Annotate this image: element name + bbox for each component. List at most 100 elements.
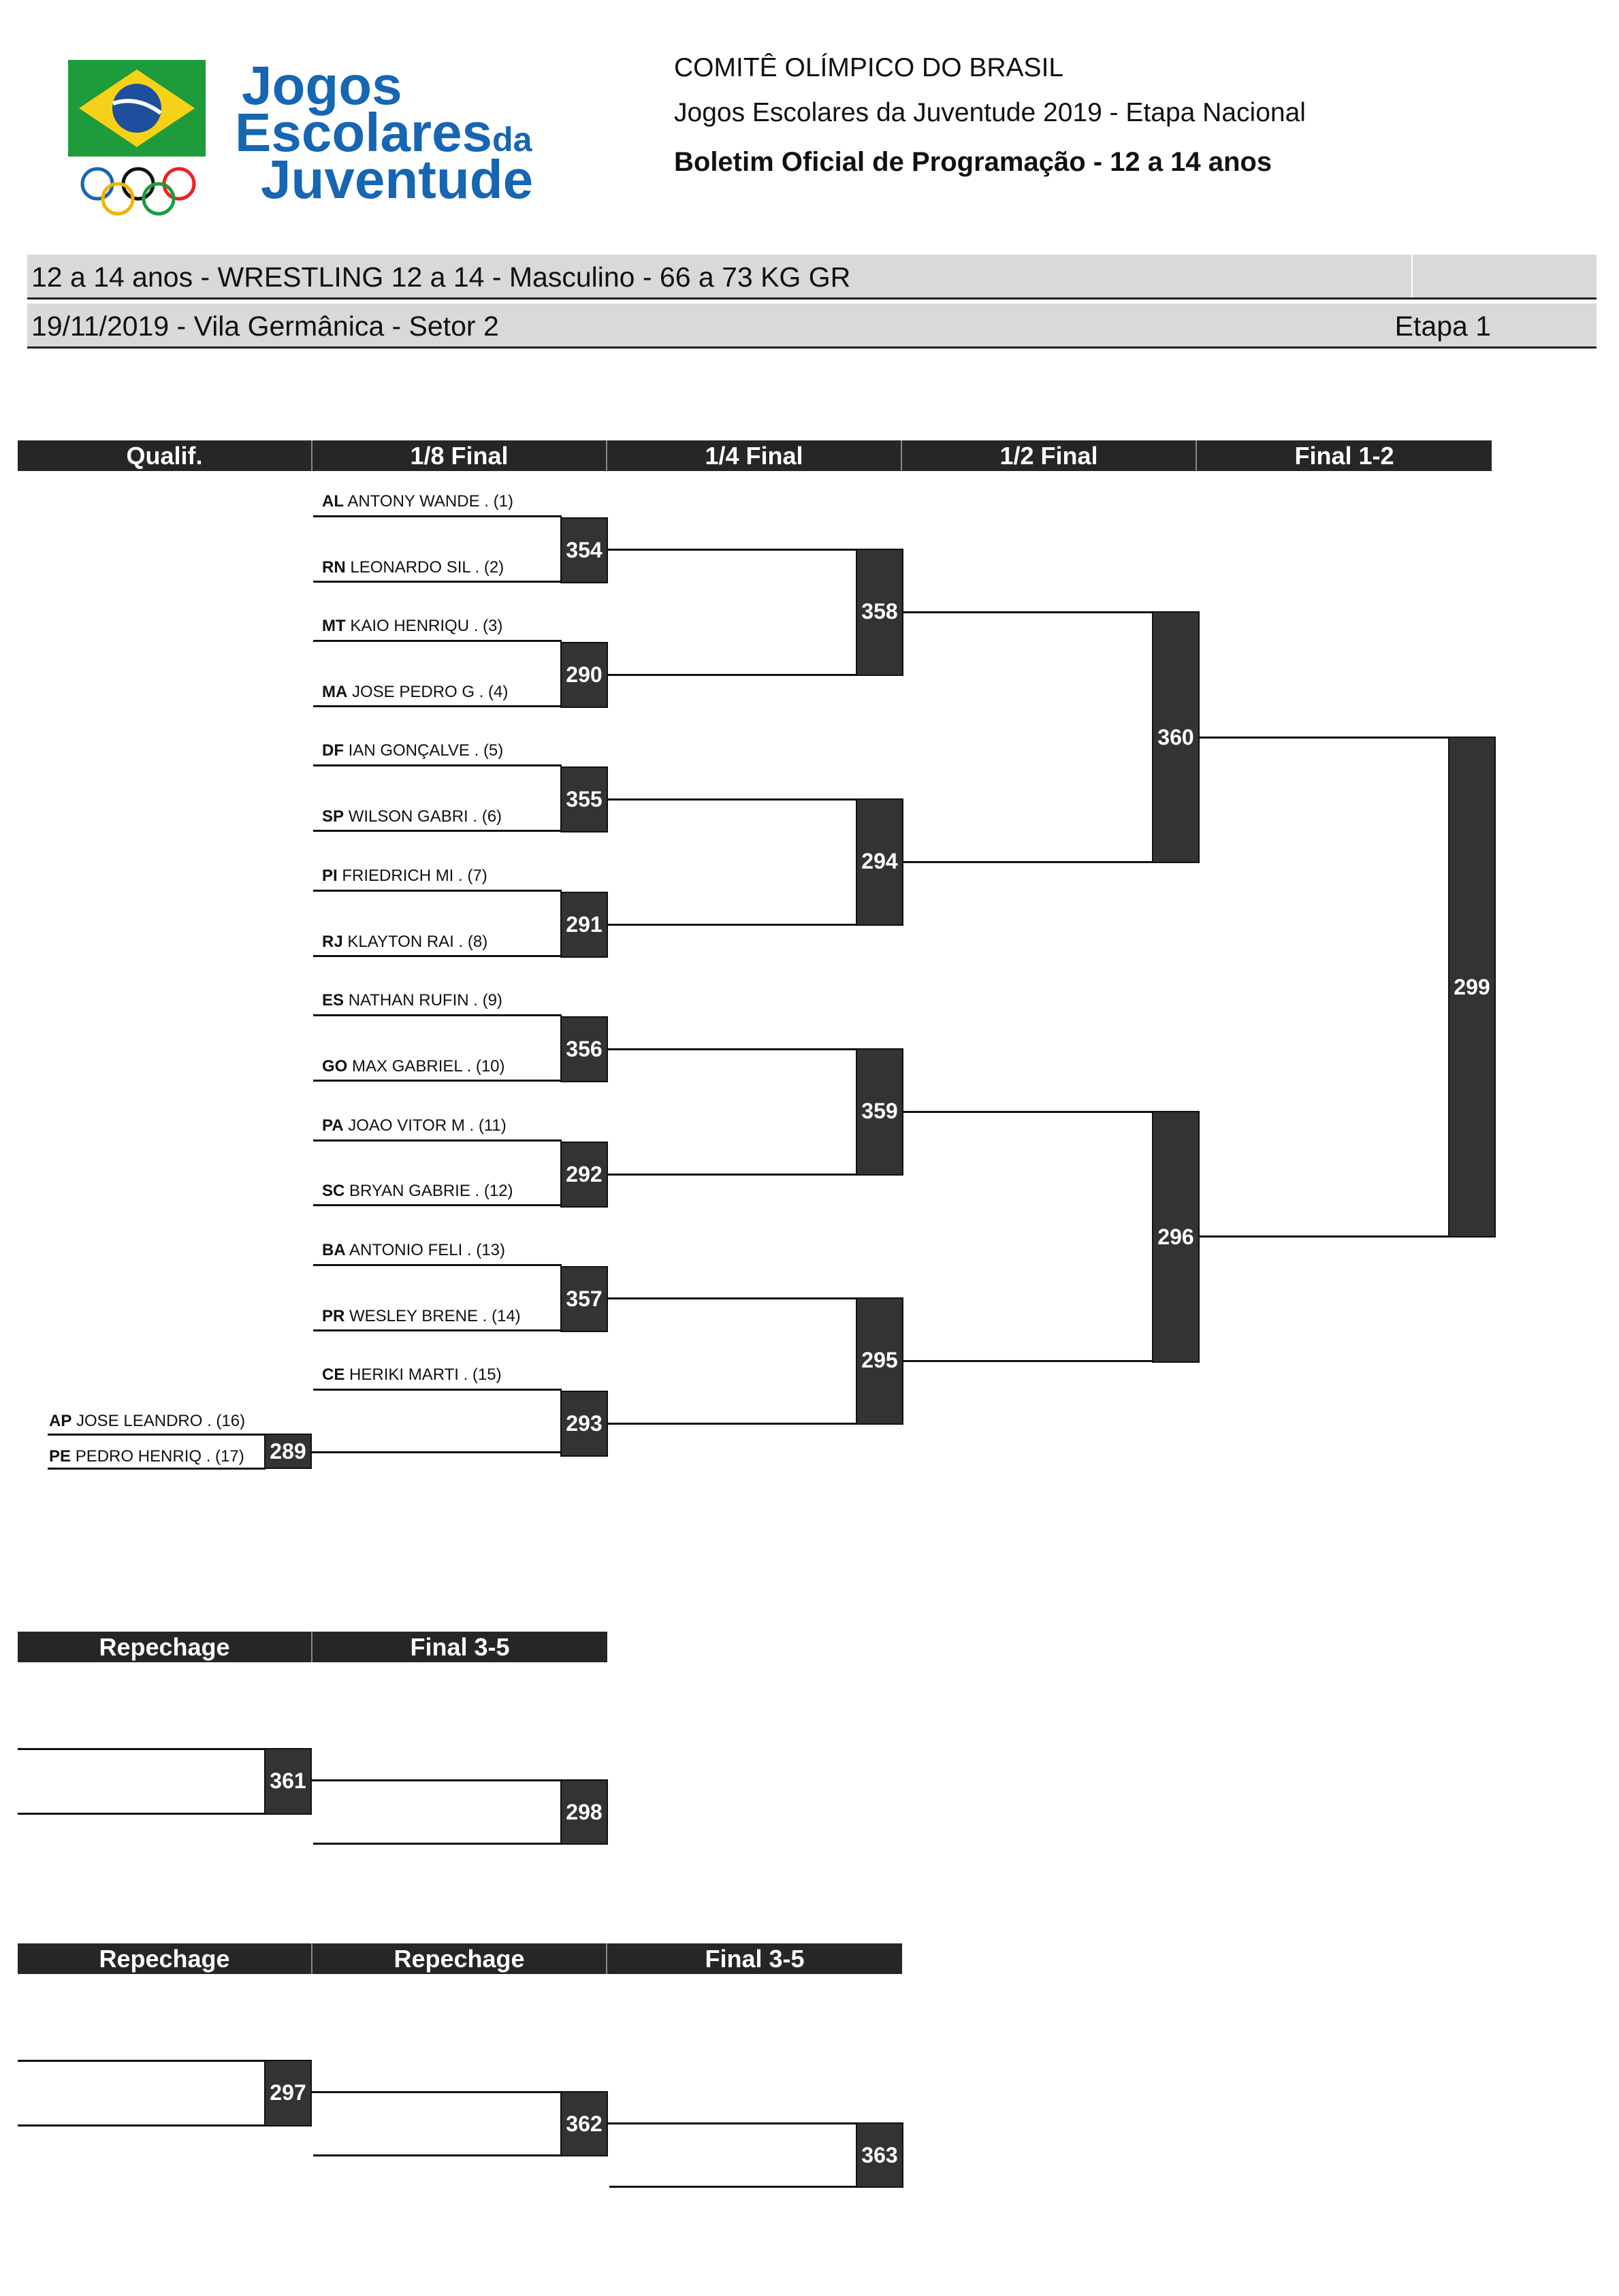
athlete-state: DF <box>322 741 344 760</box>
athlete-state: SP <box>322 807 344 826</box>
round-r16: 1/8 Final <box>312 440 607 471</box>
match-289[interactable]: 289 <box>264 1434 312 1469</box>
slot-line <box>313 830 562 832</box>
athlete-slot-11: PA JOAO VITOR M . (11) <box>322 1116 507 1135</box>
slot-line <box>18 1813 266 1815</box>
stage-label: Etapa 1 <box>1394 310 1491 342</box>
match-number: 299 <box>1454 975 1490 999</box>
athlete-state: RJ <box>322 933 343 951</box>
athlete-state: MT <box>322 617 346 635</box>
athlete-name: WESLEY BRENE . (14) <box>349 1307 521 1325</box>
connector <box>903 611 1153 613</box>
slot-line <box>313 581 562 583</box>
athlete-state: AP <box>49 1412 72 1430</box>
slot-line <box>313 955 562 957</box>
match-357[interactable]: 357 <box>560 1266 608 1332</box>
athlete-name: IAN GONÇALVE . (5) <box>348 741 504 760</box>
match-361[interactable]: 361 <box>264 1748 312 1815</box>
connector <box>313 1843 562 1845</box>
athlete-state: CE <box>322 1365 345 1384</box>
category-band: 12 a 14 anos - WRESTLING 12 a 14 - Mascu… <box>27 255 1597 300</box>
match-296[interactable]: 296 <box>1152 1111 1200 1363</box>
athlete-name: JOSE PEDRO G . (4) <box>352 683 509 701</box>
repechage-2-header: Repechage Repechage Final 3-5 <box>18 1943 902 1974</box>
athlete-state: SC <box>322 1182 345 1200</box>
round-qf: 1/4 Final <box>607 440 902 471</box>
athlete-slot-2: RN LEONARDO SIL . (2) <box>322 558 504 577</box>
logo-line-1: Jogos <box>242 55 402 116</box>
match-292[interactable]: 292 <box>560 1142 608 1208</box>
match-number: 290 <box>566 662 603 687</box>
match-363[interactable]: 363 <box>856 2122 903 2188</box>
match-294[interactable]: 294 <box>856 798 903 926</box>
match-number: 296 <box>1157 1225 1194 1249</box>
connector <box>609 2186 858 2188</box>
connector <box>608 2122 856 2124</box>
round-final: Final 1-2 <box>1294 442 1394 470</box>
athlete-state: MA <box>322 683 348 701</box>
connector <box>608 674 856 676</box>
match-356[interactable]: 356 <box>560 1016 608 1082</box>
athlete-name: FRIEDRICH MI . (7) <box>342 867 487 885</box>
match-290[interactable]: 290 <box>560 642 608 708</box>
slot-line <box>18 1748 266 1750</box>
match-number: 358 <box>861 599 898 624</box>
match-295[interactable]: 295 <box>856 1297 903 1425</box>
logo-line-2-small: da <box>492 120 532 159</box>
match-number: 357 <box>566 1287 603 1311</box>
match-291[interactable]: 291 <box>560 892 608 958</box>
athlete-state: PR <box>322 1307 345 1325</box>
athlete-slot-4: MA JOSE PEDRO G . (4) <box>322 683 508 702</box>
match-number: 354 <box>566 538 603 562</box>
slot-line <box>313 1014 562 1016</box>
slot-line <box>313 705 562 707</box>
match-number: 289 <box>270 1439 306 1464</box>
athlete-slot-15: CE HERIKI MARTI . (15) <box>322 1365 502 1385</box>
repechage-1-header: Repechage Final 3-5 <box>18 1632 607 1662</box>
match-299[interactable]: 299 <box>1448 737 1496 1238</box>
match-359[interactable]: 359 <box>856 1048 903 1176</box>
match-number: 355 <box>566 787 603 811</box>
match-354[interactable]: 354 <box>560 517 608 583</box>
match-number: 294 <box>861 849 898 873</box>
athlete-slot-3: MT KAIO HENRIQU . (3) <box>322 617 502 636</box>
slot-line <box>313 1204 562 1206</box>
match-297[interactable]: 297 <box>264 2060 312 2127</box>
slot-line <box>313 1139 562 1142</box>
match-293[interactable]: 293 <box>560 1391 608 1457</box>
slot-line <box>313 890 562 892</box>
connector <box>608 924 856 926</box>
athlete-name: MAX GABRIEL . (10) <box>352 1057 505 1076</box>
athlete-state: PI <box>322 867 338 885</box>
logo-line-3: Juventude <box>261 148 534 210</box>
brazil-flag-icon <box>68 60 206 157</box>
match-358[interactable]: 358 <box>856 549 903 676</box>
bulletin-title: Boletim Oficial de Programação - 12 a 14… <box>674 147 1272 177</box>
athlete-name: PEDRO HENRIQ . (17) <box>75 1447 244 1466</box>
round-final-3-5: Final 3-5 <box>705 1945 805 1973</box>
round-repechage: Repechage <box>18 1632 312 1662</box>
match-298[interactable]: 298 <box>560 1779 608 1845</box>
slot-line <box>313 515 562 517</box>
connector <box>608 549 856 551</box>
match-360[interactable]: 360 <box>1152 611 1200 863</box>
athlete-name: KLAYTON RAI . (8) <box>347 933 488 951</box>
connector <box>312 2091 560 2093</box>
athlete-name: HERIKI MARTI . (15) <box>349 1365 502 1384</box>
match-number: 360 <box>1157 725 1194 749</box>
athlete-state: PA <box>322 1116 344 1135</box>
connector <box>608 1048 856 1050</box>
connector <box>1200 737 1449 739</box>
match-362[interactable]: 362 <box>560 2091 608 2156</box>
match-355[interactable]: 355 <box>560 766 608 832</box>
athlete-slot-7: PI FRIEDRICH MI . (7) <box>322 867 487 886</box>
match-number: 356 <box>566 1037 603 1061</box>
athlete-slot-5: DF IAN GONÇALVE . (5) <box>322 741 503 760</box>
connector <box>608 1174 856 1176</box>
round-sf: 1/2 Final <box>902 440 1197 471</box>
slot-line <box>48 1468 266 1470</box>
match-number: 363 <box>861 2143 898 2167</box>
date-band: 19/11/2019 - Vila Germânica - Setor 2 Et… <box>27 304 1597 349</box>
athlete-slot-9: ES NATHAN RUFIN . (9) <box>322 991 502 1010</box>
slot-line <box>313 1264 562 1266</box>
